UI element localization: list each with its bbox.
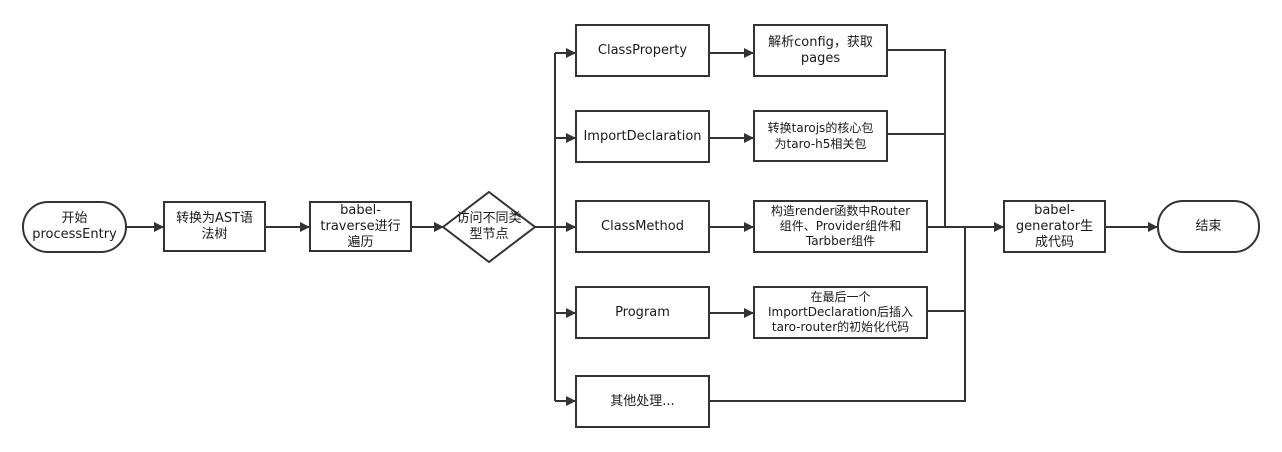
build-render-node: 构造render函数中Router 组件、Provider组件和 Tarbber…: [770, 204, 911, 248]
visit-decision-shape: [441, 190, 537, 264]
edge-parse-config-to-generator: [887, 49, 946, 227]
end-node: 结束: [1195, 218, 1222, 234]
class-property-box-shape: [575, 24, 710, 77]
visit-decision-node: 访问不同类 型节点: [456, 211, 522, 242]
class-method-node: ClassMethod: [601, 218, 684, 234]
generator-box-shape: [1003, 200, 1106, 253]
parse-config-node: 解析config，获取 pages: [768, 34, 873, 66]
to-ast-box-shape: [163, 201, 266, 252]
traverse-box-shape: [309, 201, 412, 252]
shapes: [22, 24, 1260, 428]
insert-router-box-shape: [753, 286, 928, 339]
class-method-box-shape: [575, 200, 710, 253]
generator-node: babel- generator生 成代码: [1015, 202, 1094, 250]
to-ast-node: 转换为AST语 法树: [175, 210, 254, 242]
program-box-shape: [575, 286, 710, 339]
convert-tarojs-node: 转换tarojs的核心包 为taro-h5相关包: [767, 121, 874, 151]
import-declaration-box-shape: [575, 110, 710, 163]
build-render-box-shape: [753, 200, 928, 253]
traverse-node: babel- traverse进行 遍历: [320, 202, 401, 250]
convert-tarojs-box-shape: [753, 110, 888, 162]
edge-visit-trunk: [535, 53, 556, 401]
class-property-node: ClassProperty: [597, 42, 688, 58]
end-terminal-shape: [1157, 200, 1260, 253]
import-declaration-node: ImportDeclaration: [583, 128, 702, 144]
other-node: 其他处理...: [610, 393, 675, 409]
start-terminal-shape: [22, 201, 127, 253]
parse-config-box-shape: [753, 24, 888, 77]
edges: [126, 48, 1158, 406]
insert-router-node: 在最后一个 ImportDeclaration后插入 taro-router的初…: [767, 290, 913, 334]
other-box-shape: [575, 375, 710, 428]
start-node: 开始 processEntry: [32, 211, 117, 242]
program-node: Program: [615, 304, 670, 320]
edge-other-to-generator: [709, 227, 966, 402]
